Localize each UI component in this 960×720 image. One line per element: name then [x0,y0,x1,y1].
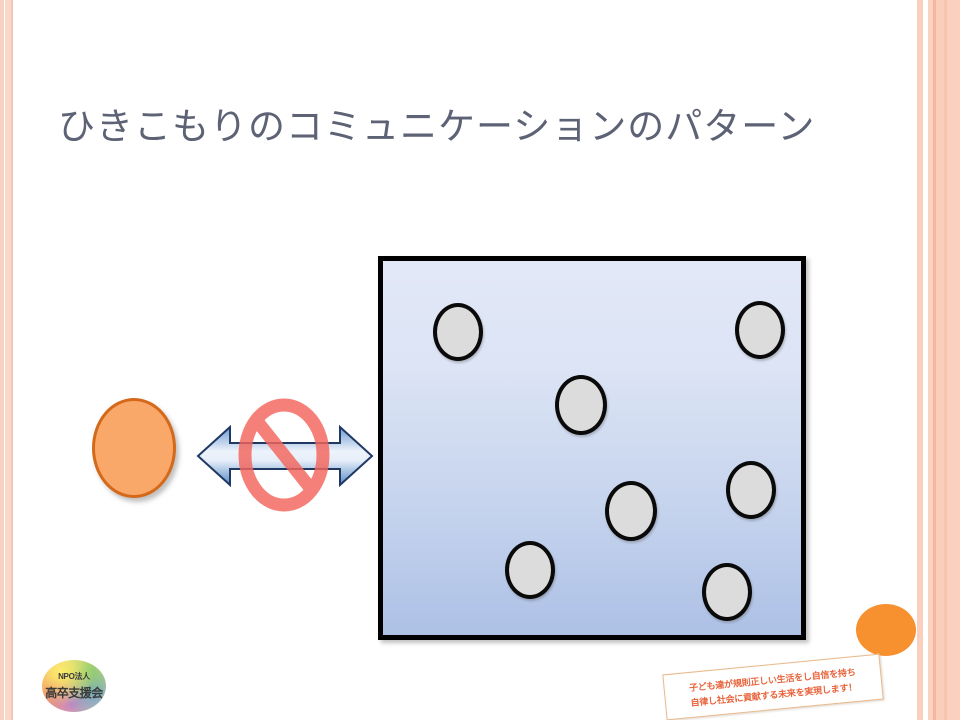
logo-line-1: NPO法人 [58,672,90,681]
group-member [605,481,657,541]
isolated-person-shape [92,398,176,498]
group-member [433,303,483,361]
group-box [378,256,806,640]
corner-dot-decoration [856,604,916,656]
right-edge-stripe-1 [917,0,923,720]
logo-line-2: 高卒支援会 [45,686,103,700]
group-member [735,301,785,359]
right-edge-stripe-5 [944,0,947,720]
left-edge-stripe-1 [0,0,4,720]
group-member [702,563,752,621]
left-edge-stripe-3 [11,0,13,720]
slogan-banner: 子ども達が規則正しい生活をし自信を持ち 自律し社会に貢献する未来を実現します！ [662,653,884,720]
slide-title: ひきこもりのコミュニケーションのパターン [58,107,816,148]
right-edge-stripe-2 [928,0,933,720]
left-edge-stripe-2 [5,0,11,720]
group-member [505,541,555,599]
organization-logo: NPO法人 高卒支援会 [42,660,106,712]
right-edge-stripe-6 [947,0,960,720]
prohibition-icon [238,398,330,512]
right-edge-stripe-3 [933,0,936,720]
right-edge-stripe-4 [936,0,944,720]
logo-disc-icon [42,660,106,712]
group-member [555,375,607,435]
group-member [726,461,776,519]
